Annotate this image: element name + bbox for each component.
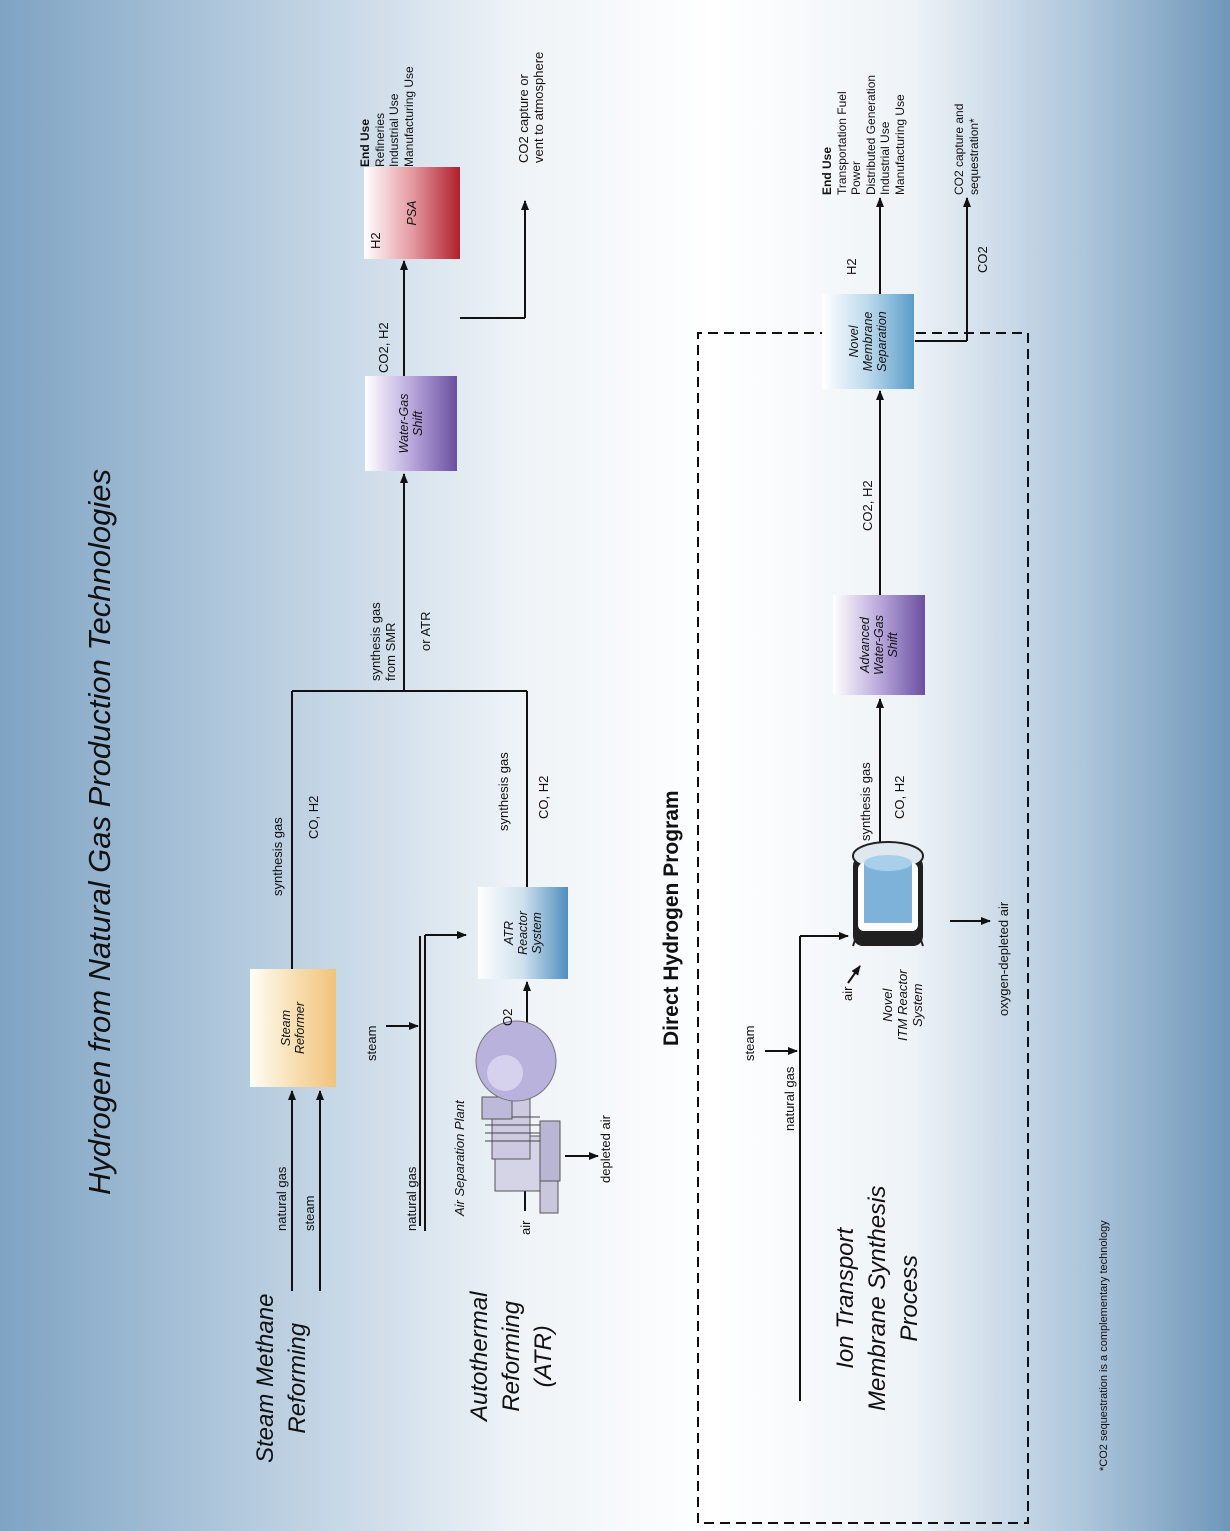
atr-steam-label: steam bbox=[364, 1025, 379, 1061]
atr-reactor-line-1: ATR bbox=[502, 920, 516, 946]
smr-section-line-2: Reforming bbox=[284, 1322, 311, 1434]
atr-reactor-line-2: Reactor bbox=[516, 911, 530, 955]
oxygen-depleted-air-label: oxygen-depleted air bbox=[996, 901, 1011, 1016]
itm-reactor-label: Novel ITM Reactor System bbox=[880, 969, 925, 1041]
smr-co-h2-label: CO, H2 bbox=[306, 796, 321, 839]
itm-synthesis-gas-label: synthesis gas bbox=[858, 762, 873, 841]
end-use-top-item: Industrial Use bbox=[387, 93, 401, 167]
advanced-water-gas-shift-box: Advanced Water-Gas Shift bbox=[833, 595, 925, 695]
awgs-out-label: CO2, H2 bbox=[860, 480, 875, 531]
itm-co-h2-label: CO, H2 bbox=[892, 775, 907, 819]
itm-reactor-line-1: Novel bbox=[880, 988, 895, 1022]
atr-co-h2-label: CO, H2 bbox=[536, 775, 551, 819]
membrane-line-3: Separation bbox=[875, 311, 889, 372]
wgs-out-label: CO2, H2 bbox=[376, 322, 391, 373]
end-use-bottom-item: Transportation Fuel bbox=[834, 91, 849, 195]
novel-membrane-separation-box: Novel Membrane Separation bbox=[822, 294, 914, 389]
itm-natural-gas-label: natural gas bbox=[782, 1066, 797, 1131]
end-use-bottom: End Use Transportation Fuel Power Distri… bbox=[820, 75, 907, 195]
merge-label-top-line-1: synthesis gas bbox=[368, 602, 383, 681]
atr-section-line-2: Reforming bbox=[498, 1300, 525, 1412]
end-use-bottom-co2: CO2 capture and sequestration* bbox=[952, 104, 981, 195]
itm-section-line-2: Membrane Synthesis bbox=[864, 1185, 891, 1411]
end-use-top-item: Manufacturing Use bbox=[401, 66, 416, 167]
end-use-bottom-item: Manufacturing Use bbox=[892, 94, 907, 195]
air-separation-plant-drawing bbox=[475, 1020, 561, 1214]
psa-label: PSA bbox=[405, 200, 419, 226]
membrane-co2-label: CO2 bbox=[975, 246, 990, 273]
page-title: Hydrogen from Natural Gas Production Tec… bbox=[82, 468, 117, 1195]
end-use-co2-line-2: sequestration* bbox=[966, 118, 981, 195]
itm-reactor-line-2: ITM Reactor bbox=[895, 969, 910, 1041]
end-use-top-item: Refineries bbox=[372, 112, 387, 167]
wgs-line-1: Water-Gas bbox=[397, 393, 411, 454]
program-title: Direct Hydrogen Program bbox=[660, 790, 683, 1046]
membrane-line-2: Membrane bbox=[861, 311, 875, 372]
atr-synthesis-gas-label: synthesis gas bbox=[496, 752, 511, 831]
end-use-top: End Use Refineries Industrial Use Manufa… bbox=[358, 66, 416, 167]
end-use-bottom-item: Industrial Use bbox=[878, 121, 892, 195]
itm-air-label: air bbox=[840, 986, 855, 1001]
membrane-line-1: Novel bbox=[847, 325, 861, 358]
smr-natural-gas-label: natural gas bbox=[274, 1166, 289, 1231]
footnote: *CO2 sequestration is a complementary te… bbox=[1098, 1220, 1110, 1471]
end-use-bottom-item: Distributed Generation bbox=[863, 74, 878, 195]
water-gas-shift-box: Water-Gas Shift bbox=[365, 376, 457, 471]
merge-label-top-line-2: from SMR bbox=[383, 622, 398, 682]
awgs-line-1: Advanced bbox=[858, 617, 872, 673]
end-use-bottom-heading: End Use bbox=[820, 146, 834, 195]
membrane-h2-label: H2 bbox=[844, 258, 859, 275]
steam-reformer-line-2: Reformer bbox=[293, 1001, 307, 1055]
awgs-line-3: Shift bbox=[886, 632, 900, 658]
atr-natural-gas-label: natural gas bbox=[404, 1166, 419, 1231]
program-dashed-box bbox=[697, 332, 1029, 1524]
psa-co2-dest: CO2 capture or vent to atmosphere bbox=[516, 52, 546, 163]
itm-air-arrow bbox=[847, 965, 861, 984]
itm-reactor-line-3: System bbox=[910, 983, 925, 1027]
atr-section-line-3: (ATR) bbox=[530, 1325, 557, 1388]
atr-reactor-line-3: System bbox=[530, 912, 544, 954]
smr-co-h2-text: CO, H2 bbox=[306, 795, 321, 839]
smr-section-label: Steam Methane Reforming bbox=[250, 1294, 314, 1463]
smr-steam-label: steam bbox=[302, 1195, 317, 1231]
atr-o2-label: O2 bbox=[500, 1009, 515, 1026]
wgs-line-2: Shift bbox=[411, 411, 425, 437]
merge-label-bottom: or ATR bbox=[418, 611, 433, 652]
smr-synthesis-gas-label: synthesis gas bbox=[270, 817, 285, 896]
end-use-co2-line-1: CO2 capture and bbox=[952, 103, 966, 195]
itm-steam-label: steam bbox=[742, 1025, 757, 1061]
atr-section-line-1: Autothermal bbox=[466, 1291, 493, 1421]
steam-reformer-line-1: Steam bbox=[279, 1009, 293, 1047]
air-separation-plant-label: Air Separation Plant bbox=[452, 1100, 467, 1216]
end-use-top-heading: End Use bbox=[358, 118, 372, 167]
itm-section-label: Ion Transport Membrane Synthesis Process bbox=[830, 1186, 926, 1411]
psa-h2-label: H2 bbox=[368, 232, 383, 249]
itm-reactor-drawing bbox=[852, 841, 924, 947]
itm-section-line-3: Process bbox=[896, 1254, 923, 1342]
steam-reformer-box: Steam Reformer bbox=[250, 969, 336, 1087]
end-use-bottom-item: Power bbox=[849, 160, 863, 195]
atr-o2-text: O2 bbox=[500, 1008, 515, 1026]
awgs-line-2: Water-Gas bbox=[872, 615, 886, 675]
atr-section-label: Autothermal Reforming (ATR) bbox=[464, 1292, 560, 1421]
smr-section-line-1: Steam Methane bbox=[252, 1293, 279, 1463]
psa-co2-dest-line-2: vent to atmosphere bbox=[531, 51, 546, 163]
merge-label-top: synthesis gas from SMR bbox=[368, 602, 398, 681]
itm-section-line-1: Ion Transport bbox=[832, 1227, 859, 1369]
atr-air-label: air bbox=[518, 1220, 533, 1235]
depleted-air-label: depleted air bbox=[598, 1115, 613, 1183]
psa-co2-dest-line-1: CO2 capture or bbox=[516, 74, 531, 163]
atr-reactor-box: ATR Reactor System bbox=[478, 887, 568, 979]
